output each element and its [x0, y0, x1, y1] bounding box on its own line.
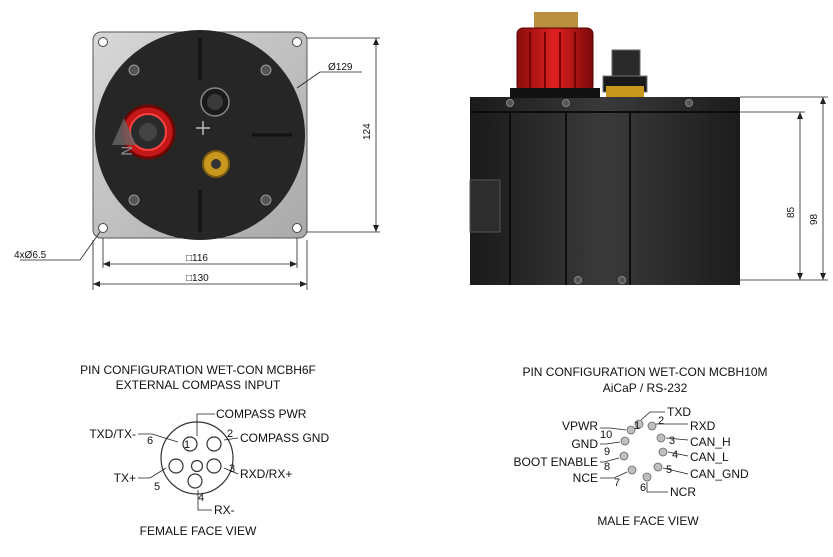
male-leaders	[600, 411, 689, 493]
black-connector-top	[200, 87, 230, 117]
female-pin-label: TXD/TX-	[89, 427, 136, 441]
male-pin-num: 2	[658, 415, 664, 427]
side-dimensions: 85 98	[740, 96, 828, 281]
male-pin-label: CAN_GND	[690, 467, 749, 481]
black-connector-side	[602, 49, 648, 97]
inner-width-label: □116	[186, 253, 208, 264]
outer-width-label: □130	[186, 273, 209, 284]
male-pin-num: 7	[614, 477, 620, 489]
housing-disc	[95, 30, 305, 240]
female-title-line1: PIN CONFIGURATION WET-CON MCBH6F	[80, 363, 316, 377]
male-pin-label: TXD	[667, 405, 691, 419]
male-caption: MALE FACE VIEW	[597, 514, 699, 528]
female-pin-label: TX+	[114, 471, 136, 485]
svg-text:N: N	[120, 146, 136, 156]
red-connector-side	[510, 12, 600, 98]
side-view: 85 98	[469, 12, 828, 285]
female-pin-label: RX-	[214, 503, 235, 517]
holes-label: 4xØ6.5	[14, 250, 47, 261]
female-caption: FEMALE FACE VIEW	[140, 524, 257, 538]
male-pin-num: 1	[634, 420, 640, 432]
female-pin-num: 3	[229, 463, 235, 475]
male-pin-num: 8	[604, 461, 610, 473]
male-pin-num: 6	[640, 482, 646, 494]
disc-cross	[198, 38, 292, 232]
female-pin-label: COMPASS PWR	[216, 407, 307, 421]
male-pin-label: CAN_L	[690, 450, 729, 464]
female-pin-num: 2	[227, 428, 233, 440]
male-pin-num: 4	[672, 449, 678, 461]
male-pin-num: 9	[604, 446, 610, 458]
female-pin-numbers: 1 2 3 4 5 6	[147, 428, 235, 504]
male-pin-numbers: 1 2 3 4 5 6 7 8 9 10	[600, 415, 678, 494]
disc-bolts	[128, 64, 272, 206]
female-pin-num: 1	[184, 439, 190, 451]
top-view-dimensions: Ø129 124 4xØ6.5 □116 □130	[14, 37, 380, 290]
corner-hole-tr	[292, 37, 302, 47]
male-title-line1: PIN CONFIGURATION WET-CON MCBH10M	[522, 365, 767, 379]
height-label: 124	[362, 123, 373, 140]
male-pin-labels: TXD RXD CAN_H CAN_L CAN_GND NCR NCE BOOT…	[514, 405, 749, 499]
corner-hole-tl	[98, 37, 108, 47]
male-pin-num: 3	[669, 435, 675, 447]
female-pin-label: RXD/RX+	[240, 467, 292, 481]
male-pin-num: 10	[600, 429, 612, 441]
female-leaders	[138, 413, 239, 511]
female-pin-num: 6	[147, 435, 153, 447]
brass-vent	[202, 150, 230, 178]
male-pin-label: BOOT ENABLE	[514, 455, 598, 469]
male-pin-num: 5	[666, 464, 672, 476]
male-pin-label: NCE	[573, 471, 598, 485]
female-pin-num: 4	[198, 492, 204, 504]
male-pin-label: GND	[571, 437, 598, 451]
height-inner-label: 85	[786, 206, 797, 218]
side-label-plate	[469, 179, 501, 233]
side-body	[470, 97, 740, 285]
male-pinout: PIN CONFIGURATION WET-CON MCBH10M AiCaP …	[514, 365, 768, 528]
male-pin-label: RXD	[690, 419, 716, 433]
male-title-line2: AiCaP / RS-232	[603, 381, 688, 395]
top-view: N	[92, 30, 308, 240]
north-arrow: N	[112, 118, 136, 156]
side-screws	[506, 99, 693, 284]
male-pin-label: CAN_H	[690, 435, 731, 449]
female-sockets	[168, 436, 222, 489]
female-pinout: PIN CONFIGURATION WET-CON MCBH6F EXTERNA…	[80, 363, 329, 538]
center-cross	[196, 121, 210, 135]
female-pin-label: COMPASS GND	[240, 431, 329, 445]
male-pin-label: VPWR	[562, 419, 598, 433]
height-outer-label: 98	[809, 213, 820, 225]
female-title-line2: EXTERNAL COMPASS INPUT	[116, 378, 281, 392]
female-pin-labels: COMPASS PWR COMPASS GND RXD/RX+ RX- TX+ …	[89, 407, 329, 517]
male-pin-label: NCR	[670, 485, 696, 499]
corner-hole-br	[292, 223, 302, 233]
corner-hole-bl	[98, 223, 108, 233]
female-pin-num: 5	[154, 481, 160, 493]
diameter-label: Ø129	[328, 62, 353, 73]
side-panel-lines	[470, 111, 740, 285]
male-pins	[619, 419, 668, 482]
